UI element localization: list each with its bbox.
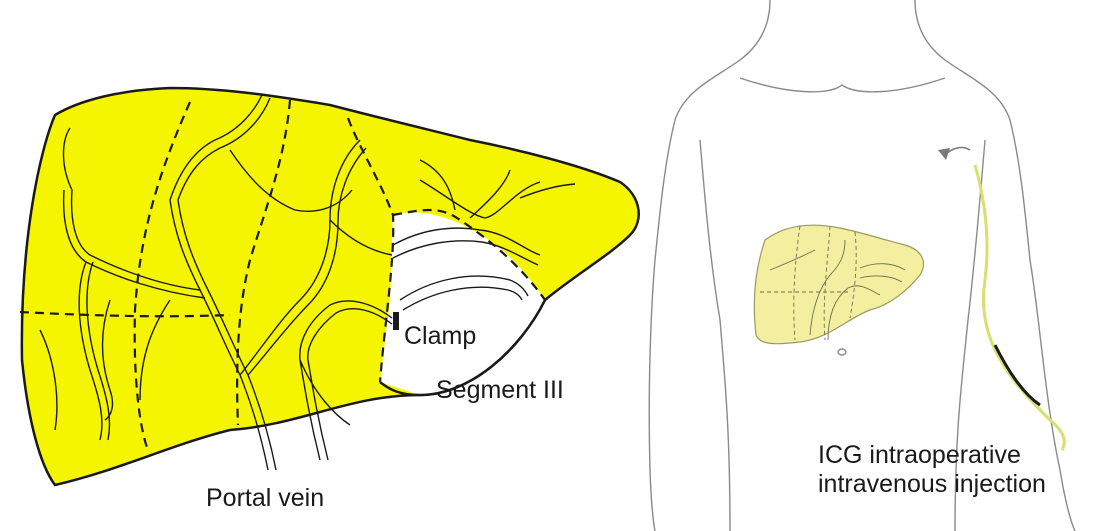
clamp-marker [393,312,399,330]
clamp-label: Clamp [404,322,476,351]
icg-label-line2: intravenous injection [818,470,1046,499]
liver-outline [22,88,639,485]
portal-vein-label: Portal vein [206,484,324,513]
large-liver [20,88,639,485]
icg-injection-label: ICG intraoperative intravenous injection [818,441,1046,499]
segment-iii-label: Segment III [436,376,564,405]
iv-catheter [938,148,1064,450]
icg-label-line1: ICG intraoperative [818,441,1046,470]
small-liver [754,225,923,344]
